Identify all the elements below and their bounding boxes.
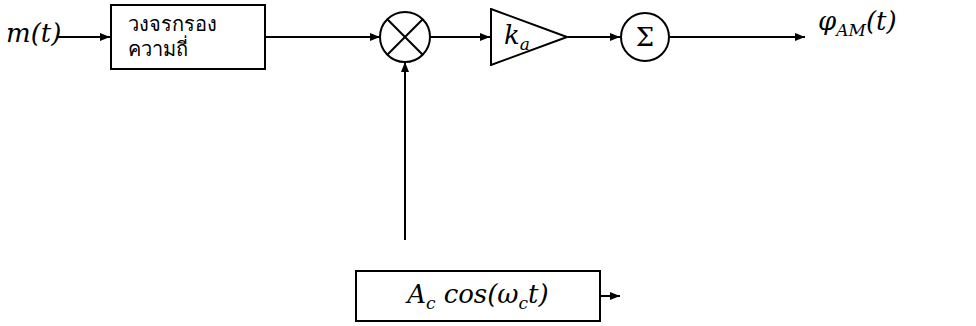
math-symbol: cos(ω bbox=[444, 279, 519, 309]
filter-box: วงจรกรอง ความถี่ bbox=[110, 4, 266, 70]
filter-label: วงจรกรอง ความถี่ bbox=[128, 12, 217, 61]
multiplier-cross bbox=[387, 19, 422, 54]
multiplier-symbol bbox=[380, 12, 430, 62]
signal-connector bbox=[568, 36, 620, 38]
math-symbol: t) bbox=[528, 279, 549, 309]
filter-output-wire bbox=[266, 36, 380, 38]
signal-label: φAM(t) bbox=[818, 6, 897, 40]
multiplier-cross bbox=[387, 19, 422, 54]
output-wire bbox=[670, 36, 805, 38]
math-symbol: Σ bbox=[636, 22, 654, 52]
subscript: c bbox=[426, 293, 436, 313]
node-label: Accos(ωct) bbox=[407, 279, 548, 313]
carrier-wire bbox=[404, 62, 406, 240]
amplifier-outline bbox=[491, 9, 567, 65]
carrier-oscillator-box: Accos(ωct) bbox=[355, 270, 601, 322]
input-signal-name: m(t) bbox=[6, 18, 61, 48]
amplifier-triangle: ka bbox=[490, 8, 568, 66]
output-signal-name: φ bbox=[818, 6, 836, 36]
summer-circle: Σ bbox=[620, 12, 670, 62]
node-label: Σ bbox=[636, 22, 654, 52]
node-label: วงจรกรอง ความถี่ bbox=[128, 12, 248, 62]
subscript: AM bbox=[836, 20, 866, 40]
multiplier-output-wire bbox=[430, 36, 490, 38]
signal-label: m(t) bbox=[6, 18, 61, 48]
subscript: a bbox=[520, 34, 530, 54]
math-symbol: k bbox=[504, 20, 520, 50]
math-symbol: A bbox=[407, 279, 426, 309]
output-signal-name: (t) bbox=[866, 6, 897, 36]
signal-connector bbox=[601, 295, 620, 297]
subscript: c bbox=[519, 293, 529, 313]
input-wire bbox=[58, 36, 110, 38]
node-label: ka bbox=[504, 20, 530, 54]
